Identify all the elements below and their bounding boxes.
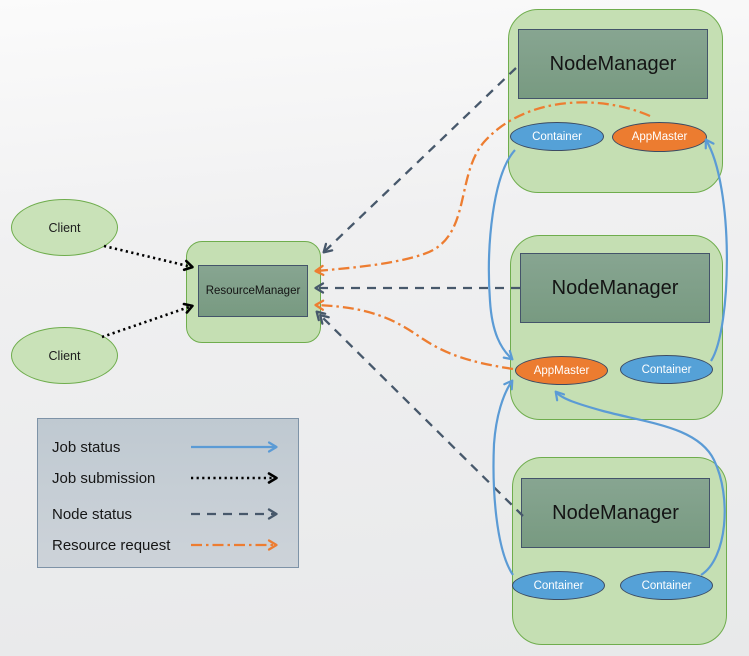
container-node-middle: Container <box>620 355 713 384</box>
resource-request-arrow-middle <box>314 299 514 371</box>
client-node-1: Client <box>11 199 118 256</box>
node-manager-label: NodeManager <box>549 52 677 75</box>
legend-row-job-submission: Job submission <box>52 468 288 488</box>
appmaster-label: AppMaster <box>631 131 688 143</box>
node-status-arrow-icon <box>191 508 278 520</box>
job-submission-arrow-client2 <box>101 302 194 339</box>
node-manager-box-top: NodeManager <box>518 29 708 99</box>
node-manager-label: NodeManager <box>551 276 679 299</box>
job-submission-arrow-client1 <box>103 244 194 272</box>
appmaster-node-top: AppMaster <box>612 122 707 152</box>
node-status-arrow-top <box>322 67 517 254</box>
legend-row-node-status: Node status <box>52 504 288 524</box>
container-node-bottom-right: Container <box>620 571 713 600</box>
node-manager-box-bottom: NodeManager <box>521 478 710 548</box>
container-label: Container <box>532 130 582 143</box>
appmaster-label: AppMaster <box>533 364 590 377</box>
node-status-arrow-bottom <box>315 310 524 517</box>
legend-label-job-submission: Job submission <box>52 469 156 487</box>
client-node-2: Client <box>11 327 118 384</box>
legend: Job status Job submission Node status Re… <box>37 418 299 568</box>
legend-label-job-status: Job status <box>52 438 121 456</box>
legend-row-job-status: Job status <box>52 437 288 457</box>
resource-request-arrow-icon <box>191 539 278 551</box>
client-label: Client <box>48 348 81 363</box>
client-label: Client <box>48 220 81 235</box>
job-status-arrow-icon <box>191 441 278 453</box>
resource-manager-box: ResourceManager <box>198 265 308 317</box>
job-submission-arrow-icon <box>191 472 278 484</box>
legend-row-resource-request: Resource request <box>52 535 288 555</box>
node-manager-box-middle: NodeManager <box>520 253 710 323</box>
container-node-bottom-left: Container <box>512 571 605 600</box>
job-status-arrow-bottomleftcontainer-to-midappmaster <box>492 379 514 576</box>
appmaster-node-middle: AppMaster <box>515 356 608 385</box>
resource-manager-label: ResourceManager <box>205 285 301 297</box>
legend-label-node-status: Node status <box>52 505 133 523</box>
container-label: Container <box>641 579 692 592</box>
node-manager-label: NodeManager <box>552 501 679 524</box>
legend-label-resource-request: Resource request <box>52 536 171 554</box>
container-label: Container <box>533 579 584 592</box>
container-node-top: Container <box>510 122 604 151</box>
container-label: Container <box>641 363 692 376</box>
